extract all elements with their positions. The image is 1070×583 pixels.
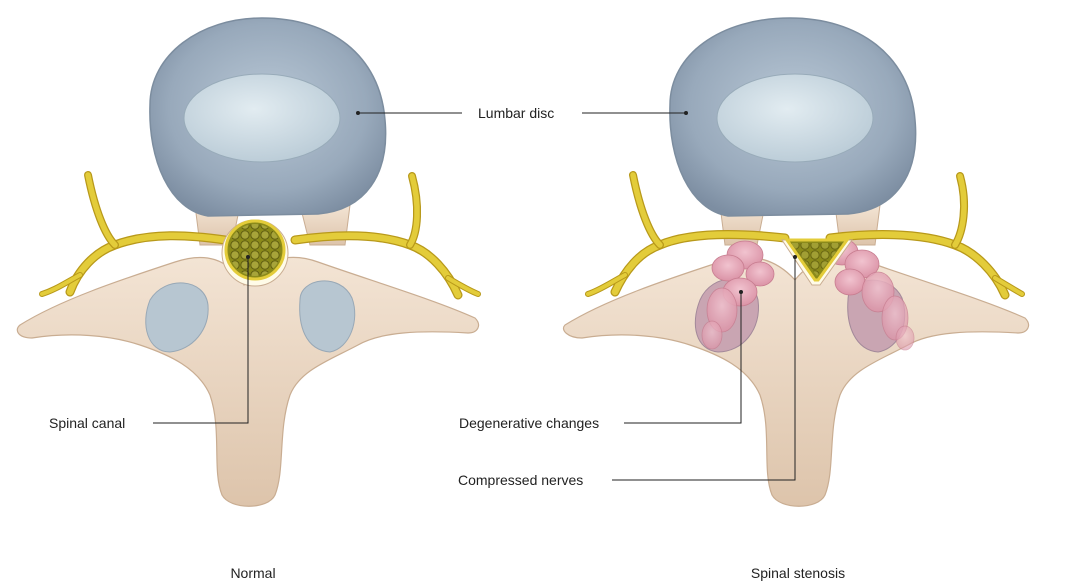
label-compressed-nerves: Compressed nerves [458, 472, 583, 488]
caption-spinal-stenosis: Spinal stenosis [751, 565, 845, 581]
caption-normal: Normal [230, 565, 275, 581]
label-spinal-canal: Spinal canal [49, 415, 125, 431]
stenosis-lumbar-disc [670, 18, 916, 216]
label-lumbar-disc: Lumbar disc [478, 105, 554, 121]
normal-spinal-canal [222, 220, 288, 286]
normal-lumbar-disc [150, 18, 386, 216]
stenosis-vertebra [564, 18, 1029, 506]
label-degenerative-changes: Degenerative changes [459, 415, 599, 431]
